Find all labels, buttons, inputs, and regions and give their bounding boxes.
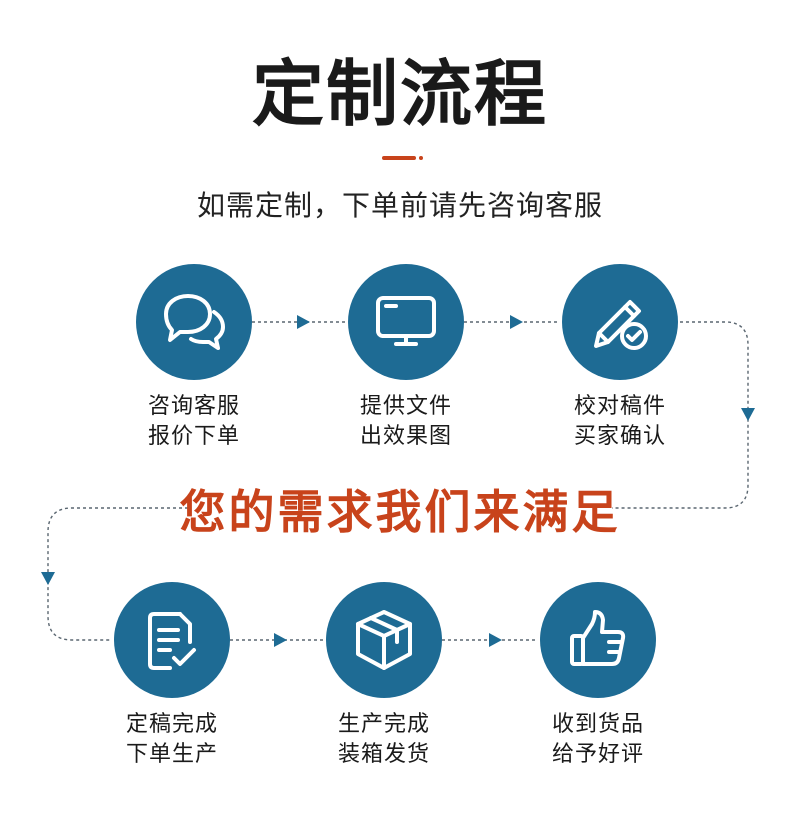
step-consult-label-1: 咨询客服 xyxy=(147,394,240,419)
step-provide-files-label-2: 出效果图 xyxy=(359,424,452,449)
step-proofread-label-1: 校对稿件 xyxy=(573,394,666,419)
step-ship-circle xyxy=(326,582,442,698)
step-proofread-label-2: 买家确认 xyxy=(573,424,666,449)
step-review-label-2: 给予好评 xyxy=(551,742,644,767)
step-proofread: 校对稿件 买家确认 xyxy=(520,264,720,452)
title-accent-bar xyxy=(382,156,416,160)
step-review: 收到货品 给予好评 xyxy=(498,582,698,770)
thumbs-up-icon xyxy=(570,610,626,666)
chat-bubbles-icon xyxy=(164,294,225,350)
page-subtitle: 如需定制，下单前请先咨询客服 xyxy=(196,189,603,222)
step-consult: 咨询客服 报价下单 xyxy=(94,264,294,452)
title-accent-dot xyxy=(419,156,423,160)
step-consult-circle xyxy=(136,264,252,380)
step-provide-files-circle xyxy=(348,264,464,380)
arrow-right-2 xyxy=(510,315,523,329)
step-provide-files-label-1: 提供文件 xyxy=(359,394,452,419)
step-consult-label-2: 报价下单 xyxy=(147,424,240,449)
page-title: 定制流程 xyxy=(251,52,548,136)
step-proofread-circle xyxy=(562,264,678,380)
monitor-icon xyxy=(376,296,436,346)
slogan: 您的需求我们来满足 xyxy=(179,485,621,539)
step-ship: 生产完成 装箱发货 xyxy=(284,582,484,770)
step-finalize-label-1: 定稿完成 xyxy=(125,712,218,737)
step-ship-label-1: 生产完成 xyxy=(337,712,430,737)
step-finalize-circle xyxy=(114,582,230,698)
arrow-down-left xyxy=(41,572,55,585)
package-box-icon xyxy=(356,610,412,670)
arrow-right-1 xyxy=(297,315,310,329)
step-provide-files: 提供文件 出效果图 xyxy=(306,264,506,452)
step-finalize-label-2: 下单生产 xyxy=(125,742,218,767)
arrow-right-5 xyxy=(489,633,502,647)
step-review-label-1: 收到货品 xyxy=(551,712,644,737)
document-check-icon xyxy=(148,612,196,670)
pencil-check-icon xyxy=(594,300,648,350)
arrow-right-4 xyxy=(274,633,287,647)
step-review-circle xyxy=(540,582,656,698)
step-ship-label-2: 装箱发货 xyxy=(337,742,430,767)
step-finalize: 定稿完成 下单生产 xyxy=(72,582,272,770)
arrow-down-right xyxy=(741,408,755,421)
